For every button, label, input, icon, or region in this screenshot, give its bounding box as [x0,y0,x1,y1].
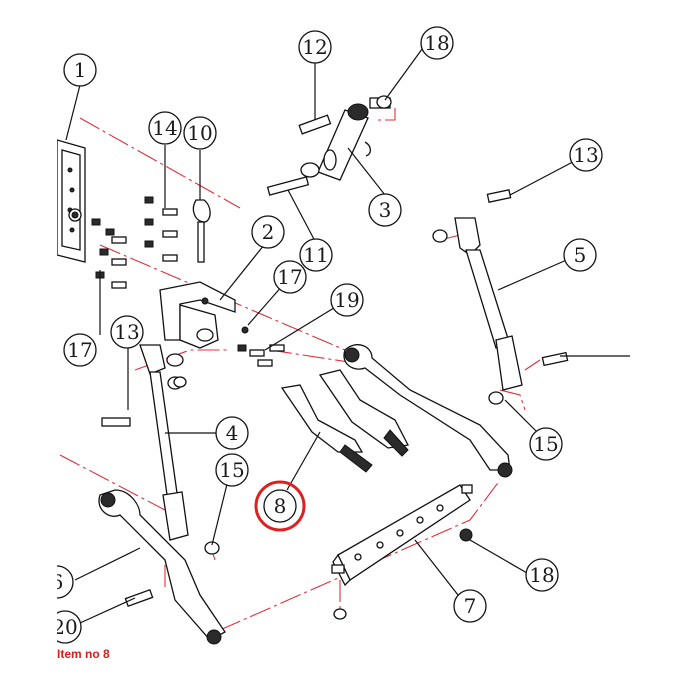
callout-5: 5 [563,238,597,272]
callout-3: 3 [368,193,402,227]
callout-1-label: 1 [74,58,87,82]
callout-15-left: 15 [215,453,249,487]
callout-18-top: 18 [420,26,454,60]
callout-8-highlighted: 8 [254,480,306,532]
callout-7: 7 [453,589,487,623]
bolts-19-group [237,326,285,367]
callout-13-right: 13 [569,138,603,172]
callout-19-label: 19 [334,288,359,312]
lower-link-right [343,344,513,478]
callout-15-right: 15 [529,427,563,461]
item-caption: Item no 8 [57,647,110,661]
callout-2: 2 [251,215,285,249]
bracket-part-2 [159,281,236,349]
callout-15-right-label: 15 [533,432,558,456]
callout-8-label: 8 [274,494,287,518]
linch-pin-part-10 [192,199,211,263]
callout-4-label: 4 [226,421,239,445]
callout-6: 6 [51,565,74,599]
callout-1: 1 [63,53,97,87]
callout-7-label: 7 [464,594,477,618]
callout-4: 4 [215,416,249,450]
top-link-part-5 [432,189,569,405]
callout-12-label: 12 [302,35,327,59]
callout-17-right: 17 [273,260,307,294]
callout-18-bottom-label: 18 [529,563,554,587]
hitch-bracket-part-1 [57,139,86,263]
callout-10: 10 [183,116,217,150]
callout-20-label: 20 [52,615,77,639]
callout-15-left-label: 15 [219,458,244,482]
callout-14: 14 [148,111,182,145]
callout-3-label: 3 [379,198,392,222]
callout-5-label: 5 [574,243,587,267]
callout-6-label: 6 [51,570,64,594]
clips-group [173,95,392,620]
lower-link-part-6 [98,489,226,645]
callout-18-bottom: 18 [525,558,559,592]
top-link-assembly-part-3 [266,97,391,196]
callout-13-left-label: 13 [114,320,139,344]
callout-13-right-label: 13 [573,143,598,167]
callout-11: 11 [299,238,333,272]
callout-18-top-label: 18 [424,31,449,55]
callout-17-left-label: 17 [67,338,92,362]
callout-12: 12 [298,30,332,64]
callout-17-left: 17 [63,333,97,367]
callout-14-label: 14 [152,116,177,140]
callout-17-right-label: 17 [277,265,302,289]
bolts-nuts-group [91,196,178,289]
callout-19: 19 [330,283,364,317]
callout-11-label: 11 [303,243,328,267]
callout-2-label: 2 [262,220,275,244]
drawbar-part-7 [331,484,473,587]
stabilizer-part-8 [280,369,409,473]
callout-10-label: 10 [187,121,212,145]
callout-20: 20 [52,610,82,644]
callout-13-left: 13 [110,315,144,349]
